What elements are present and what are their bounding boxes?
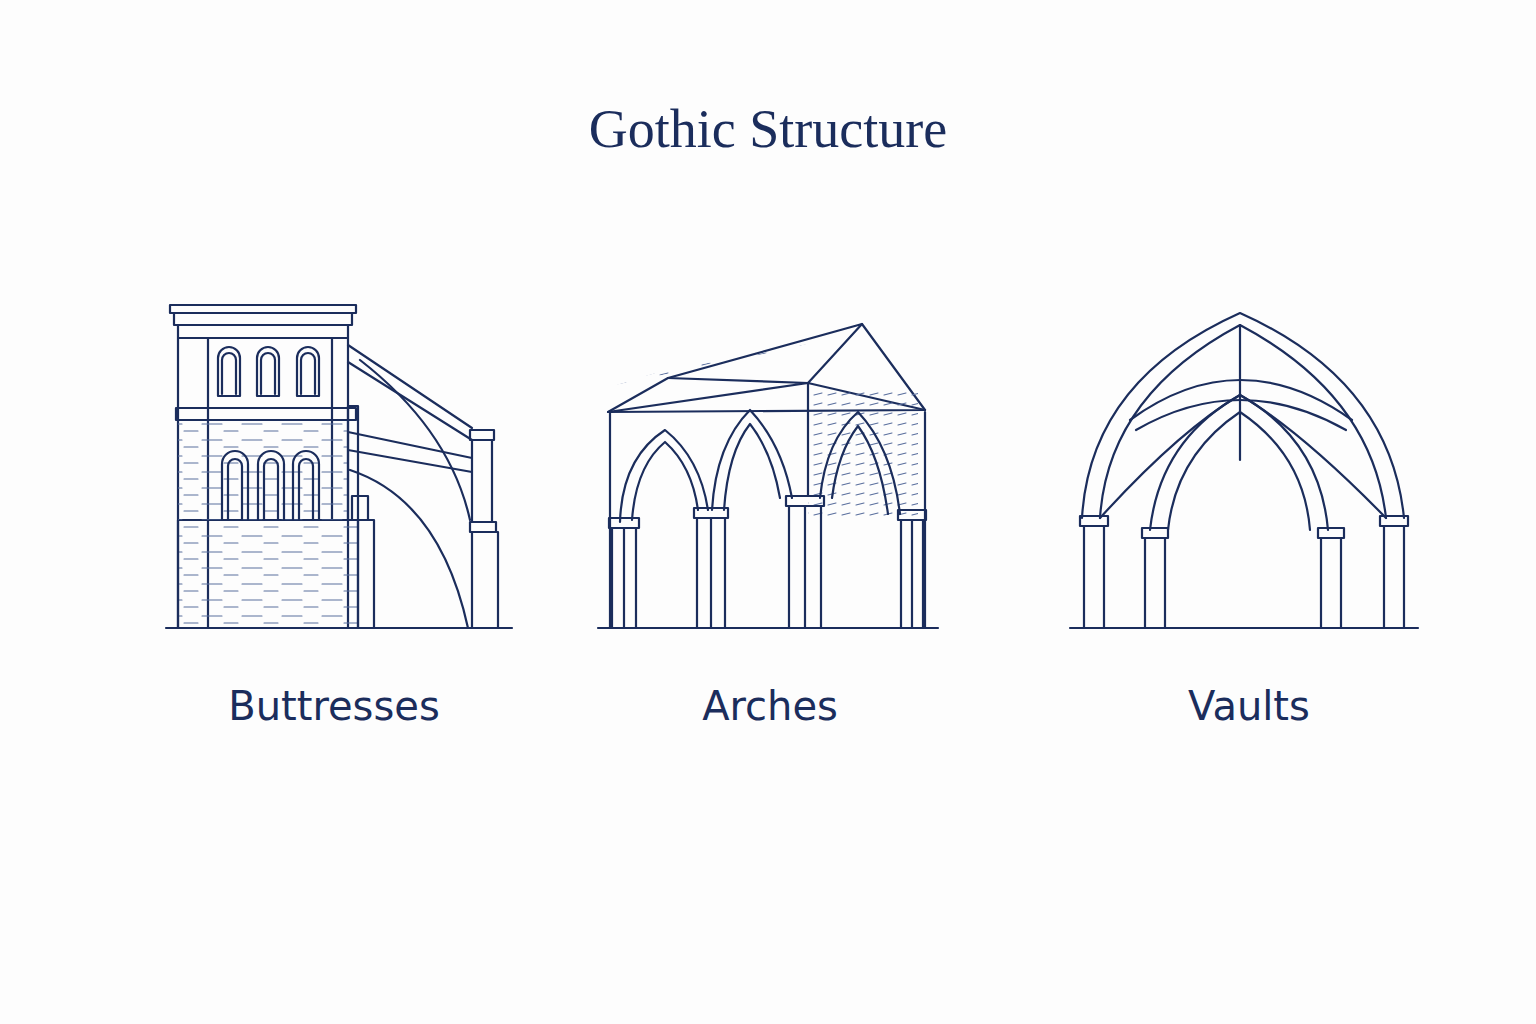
part-label: Buttresses [228,683,439,729]
buttress-drawing [166,305,512,628]
part-label: Vaults [1188,683,1310,729]
vaults-drawing [1070,313,1418,628]
part-label: Arches [702,683,838,729]
diagram-title: Gothic Structure [0,98,1536,160]
arches-drawing [598,324,938,628]
